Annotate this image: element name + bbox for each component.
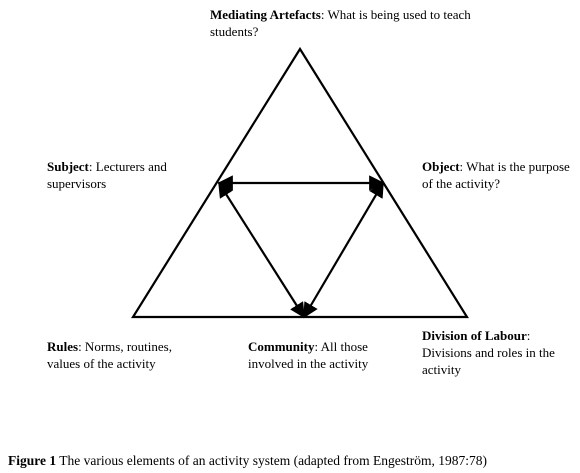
figure-caption-prefix: Figure 1 — [8, 453, 57, 468]
division-of-labour-text: : Divisions and roles in the activity — [422, 328, 555, 377]
subject-community-arrow — [218, 181, 305, 319]
subject-label: Subject: Lecturers and supervisors — [47, 158, 197, 192]
community-label: Community: All those involved in the act… — [248, 338, 388, 372]
object-text: : What is the purpose of the activity? — [422, 159, 570, 191]
rules-label: Rules: Norms, routines, values of the ac… — [47, 338, 177, 372]
mediating-artefacts-title: Mediating Artefacts — [210, 7, 321, 22]
rules-title: Rules — [47, 339, 79, 354]
figure-caption-text: The various elements of an activity syst… — [56, 453, 488, 468]
object-community-arrow — [303, 181, 384, 319]
object-label: Object: What is the purpose of the activ… — [422, 158, 572, 192]
subject-text: : Lecturers and supervisors — [47, 159, 167, 191]
figure-caption: Figure 1 The various elements of an acti… — [8, 452, 578, 469]
object-title: Object — [422, 159, 460, 174]
community-title: Community — [248, 339, 315, 354]
rules-text: : Norms, routines, values of the activit… — [47, 339, 172, 371]
community-text: : All those involved in the activity — [248, 339, 369, 371]
mediating-artefacts-text: : What is being used to teach students? — [210, 7, 471, 39]
division-of-labour-title: Division of Labour — [422, 328, 527, 343]
subject-title: Subject — [47, 159, 89, 174]
mediating-artefacts-label: Mediating Artefacts: What is being used … — [210, 6, 510, 40]
division-of-labour-label: Division of Labour: Divisions and roles … — [422, 327, 572, 378]
